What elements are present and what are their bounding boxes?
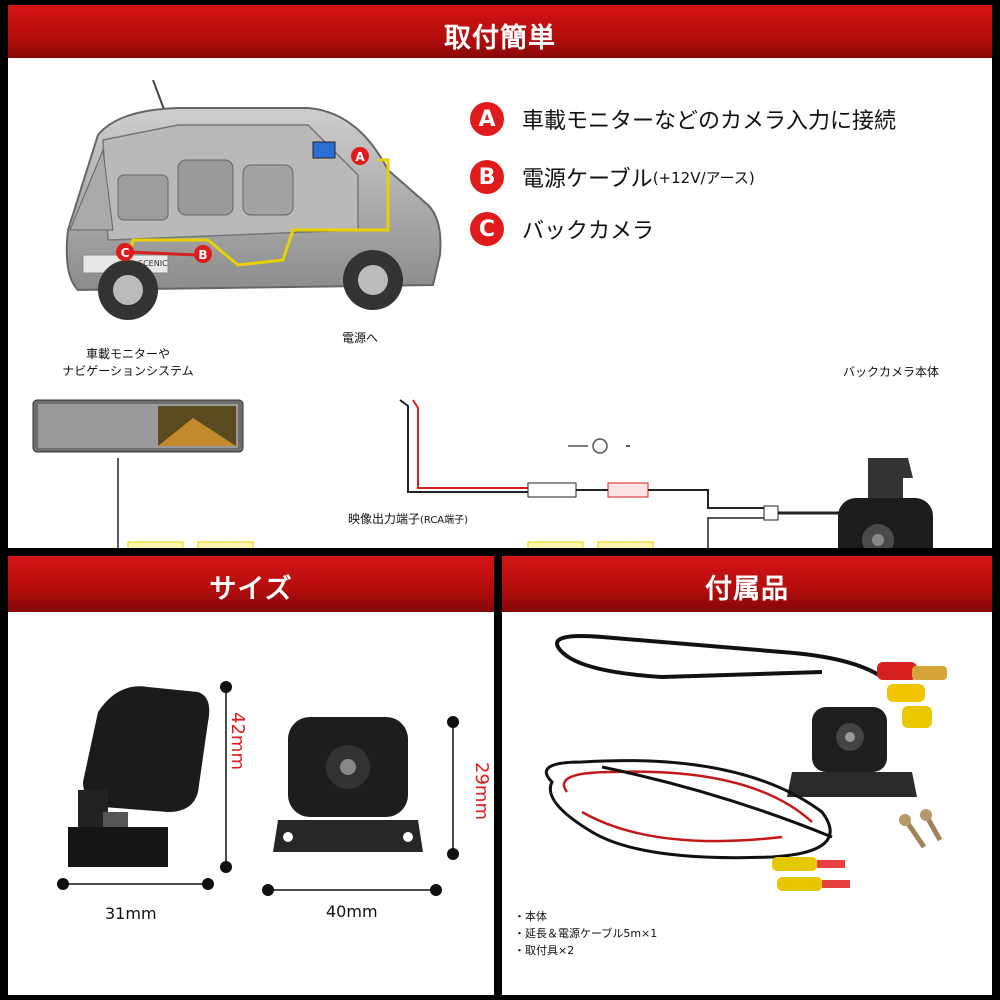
legend-text-b: 電源ケーブル bbox=[522, 167, 653, 192]
legend-text-a: 車載モニターなどのカメラ入力に接続 bbox=[522, 109, 897, 134]
video-label-note: (RCA端子) bbox=[419, 515, 469, 526]
side-height-label: 42mm bbox=[227, 712, 248, 770]
section-title-install: 取付簡単 bbox=[444, 22, 556, 54]
camera-unit bbox=[763, 458, 933, 548]
mirror-monitor bbox=[32, 399, 244, 453]
section-banner-accessories: 付属品 bbox=[502, 556, 992, 616]
accessory-item: ・延長＆電源ケーブル5m×1 bbox=[514, 927, 658, 940]
legend-badge-b: B bbox=[470, 160, 504, 194]
legend-badge-a: A bbox=[470, 102, 504, 136]
monitor-label-line2: ナビゲーションシステム bbox=[62, 364, 194, 378]
size-panel: 42mm 31mm 29mm 40mm bbox=[8, 612, 494, 995]
camera-label: バックカメラ本体 bbox=[842, 365, 939, 379]
car-marker-b: B bbox=[198, 248, 207, 262]
legend-b: B 電源ケーブル (+12V/アース) bbox=[470, 160, 755, 194]
power-label: 電源へ bbox=[341, 331, 378, 345]
section-title-size: サイズ bbox=[209, 573, 293, 605]
legend-text-c: バックカメラ bbox=[522, 219, 655, 244]
side-width-label: 31mm bbox=[105, 904, 157, 923]
car-plate: SCENIC bbox=[138, 259, 168, 268]
legend-c: C バックカメラ bbox=[470, 212, 654, 246]
front-height-label: 29mm bbox=[471, 762, 492, 820]
accessory-list: ・本体 ・延長＆電源ケーブル5m×1 ・取付具×2 bbox=[514, 908, 657, 959]
section-banner-install: 取付簡単 bbox=[8, 5, 992, 65]
wiring-diagram bbox=[32, 399, 933, 548]
car-marker-a: A bbox=[355, 150, 365, 164]
accessory-item: ・本体 bbox=[514, 910, 547, 923]
accessories-panel: ・本体 ・延長＆電源ケーブル5m×1 ・取付具×2 bbox=[502, 612, 992, 995]
monitor-label: 車載モニターや ナビゲーションシステム bbox=[28, 346, 228, 380]
video-label-text: 映像出力端子 bbox=[347, 512, 420, 526]
camera-side-view bbox=[57, 681, 232, 890]
legend-note-b: (+12V/アース) bbox=[652, 168, 755, 187]
legend-a: A 車載モニターなどのカメラ入力に接続 bbox=[470, 102, 896, 136]
video-label: 映像出力端子(RCA端子) bbox=[298, 511, 518, 529]
camera-front-view bbox=[262, 716, 459, 896]
install-panel: A B C SCENIC A 車載モニターなどのカメラ入力に接続 B 電源ケーブ… bbox=[8, 58, 992, 548]
section-title-accessories: 付属品 bbox=[705, 573, 789, 605]
ground-symbol bbox=[568, 438, 630, 454]
monitor-label-line1: 車載モニターや bbox=[85, 347, 170, 361]
legend-badge-c: C bbox=[470, 212, 504, 246]
front-width-label: 40mm bbox=[326, 902, 378, 921]
section-banner-size: サイズ bbox=[8, 556, 494, 616]
accessories-photo bbox=[544, 634, 947, 891]
car-illustration: A B C SCENIC bbox=[65, 80, 442, 320]
car-marker-c: C bbox=[121, 246, 130, 260]
accessory-item: ・取付具×2 bbox=[514, 944, 575, 957]
